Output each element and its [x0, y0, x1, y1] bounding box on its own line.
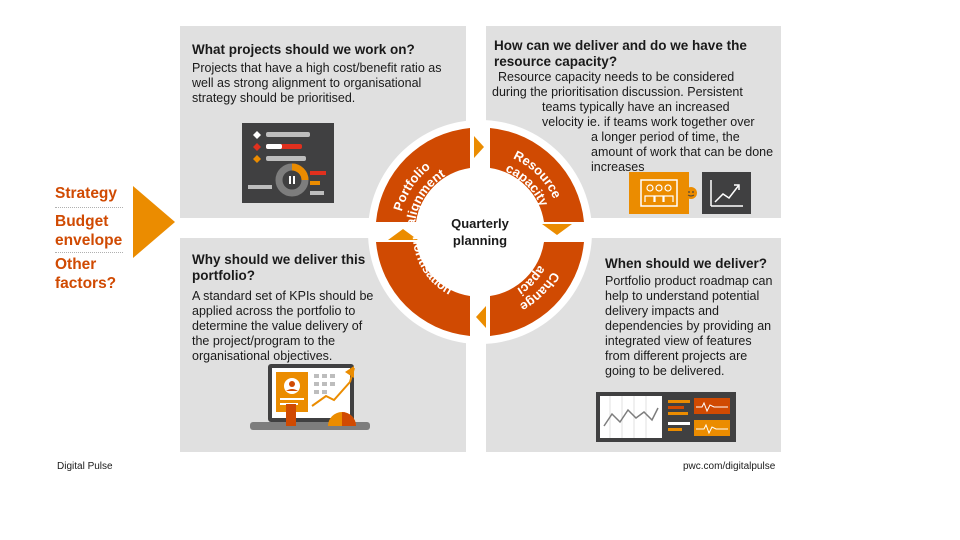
center-label-quarterly: Quarterly	[451, 216, 510, 231]
cycle-arrow-right	[474, 136, 484, 158]
center-label-planning: planning	[453, 233, 507, 248]
panel-when-deliver: When should we deliver? Portfolio produc…	[486, 238, 781, 452]
panel-body-line: Resource capacity needs to be considered	[498, 70, 735, 84]
ring-segment-change-capacity	[490, 242, 584, 336]
panel-title: What projects should we work on?	[192, 42, 415, 57]
panel-body-line: increases	[591, 160, 645, 174]
quarterly-planning-cycle: Portfolio alignment Resource capacity Ch…	[360, 112, 592, 344]
panel-body: Portfolio product roadmap can help to un…	[605, 274, 773, 378]
ring-segment-prioritisation-criteria	[376, 242, 470, 336]
footer-url: pwc.com/digitalpulse	[683, 461, 776, 472]
panel-title-line1: Why should we deliver this	[192, 252, 366, 267]
panel-body-line: a longer period of time, the	[591, 130, 740, 144]
ring-segment-portfolio-alignment	[376, 128, 470, 222]
dashboard-illustration-icon	[242, 123, 334, 203]
factor-other: Other factors?	[55, 256, 117, 292]
factor-divider	[55, 252, 123, 253]
panel-body-line: during the prioritisation discussion. Pe…	[492, 85, 743, 99]
panel-body: Projects that have a high cost/benefit r…	[192, 61, 442, 105]
roadmap-chart-icon	[596, 392, 736, 442]
cycle-arrow-up	[388, 229, 418, 240]
panel-body: A standard set of KPIs should be applied…	[192, 289, 374, 363]
ring-segment-resource-capacity	[490, 128, 584, 222]
factor-divider	[55, 207, 123, 208]
kpi-laptop-icon	[250, 364, 370, 430]
cycle-arrow-left	[476, 306, 486, 328]
panel-body-line: velocity ie. if teams work together over	[542, 115, 755, 129]
panel-title: When should we deliver?	[605, 256, 768, 271]
panel-body-line: teams typically have an increased	[542, 100, 730, 114]
factor-strategy: Strategy	[55, 185, 118, 202]
input-arrow	[133, 186, 175, 258]
footer-brand: Digital Pulse	[57, 461, 113, 472]
panel-title-line1: How can we deliver and do we have the	[494, 38, 747, 53]
panel-title-line2: portfolio?	[192, 268, 255, 283]
cycle-arrow-down	[542, 224, 572, 235]
panel-title-line2: resource capacity?	[494, 54, 618, 69]
panel-what-projects: What projects should we work on? Project…	[180, 26, 466, 218]
team-velocity-icon	[629, 172, 751, 214]
panel-body-line: amount of work that can be done	[591, 145, 774, 159]
factor-budget-envelope: Budget envelope	[55, 213, 123, 249]
